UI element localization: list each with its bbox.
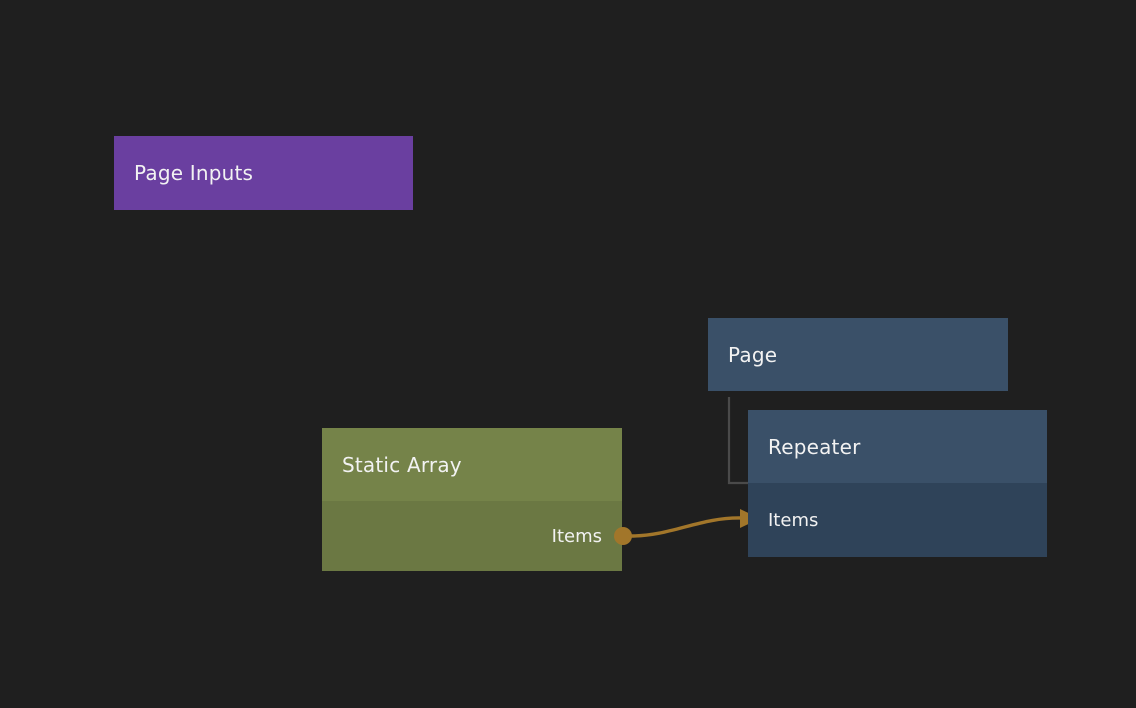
node-page-inputs[interactable]: Page Inputs: [114, 136, 413, 210]
node-repeater-row-items[interactable]: Items: [748, 483, 1047, 557]
node-page-title: Page: [708, 318, 1008, 391]
node-static-array-row-items-label: Items: [551, 525, 602, 547]
node-repeater-title: Repeater: [748, 410, 1047, 483]
output-port-static-array-items[interactable]: [614, 527, 632, 545]
node-static-array-title: Static Array: [322, 428, 622, 501]
node-static-array-row-items[interactable]: Items: [322, 501, 622, 571]
containment-bracket-line: [727, 397, 748, 485]
node-page-inputs-title: Page Inputs: [114, 136, 413, 210]
node-repeater-row-items-label: Items: [768, 509, 819, 531]
node-page[interactable]: Page: [708, 318, 1008, 391]
node-repeater[interactable]: Repeater Items: [748, 410, 1047, 557]
node-static-array[interactable]: Static Array Items: [322, 428, 622, 571]
edge-static-array-items-to-repeater-items[interactable]: [629, 516, 744, 538]
